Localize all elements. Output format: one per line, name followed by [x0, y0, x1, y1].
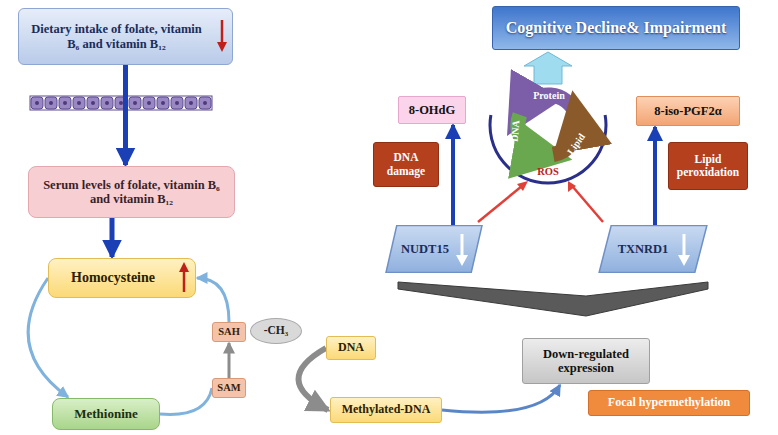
gray-platform [398, 282, 708, 316]
node-text: DNA [338, 341, 364, 355]
node-text: 8-iso-PGF2α [654, 104, 721, 118]
node-text: SAM [217, 382, 240, 394]
dna-arc [518, 115, 543, 155]
marker-box: 8-iso-PGF2α [636, 96, 740, 126]
node-text: 8-OHdG [409, 103, 456, 117]
node-text: Methionine [74, 407, 138, 422]
gene-parallelogram: TXNRD1 [598, 225, 708, 273]
effect-box: DNA damage [373, 142, 439, 187]
connector-arrow [653, 127, 657, 225]
cycle-label: Protein [533, 90, 564, 101]
increase-arrow [179, 262, 189, 292]
decrease-arrow-white [456, 234, 468, 266]
node-text: Down-regulated expression [529, 347, 643, 376]
cofactor-box: SAM [212, 378, 246, 398]
ros-arrow [478, 181, 603, 222]
decrease-arrow-white [678, 234, 690, 266]
connector-arrow [123, 65, 128, 165]
cofactor-box: SAH [212, 322, 246, 342]
node-text: NUDT15 [401, 242, 449, 256]
connector-arrow [228, 343, 231, 378]
node-text: Homocysteine [71, 270, 155, 286]
node-text: TXNRD1 [618, 242, 669, 256]
node-text: DNA damage [378, 151, 434, 177]
input-box: Dietary intake of folate, vitamin B₆ and… [18, 8, 233, 65]
node-text: -CH₃ [264, 324, 289, 337]
cell-membrane [30, 96, 212, 110]
marker-box: 8-OHdG [398, 96, 466, 124]
cycle-label: Lipid [565, 131, 587, 156]
process-box: Down-regulated expression [522, 338, 650, 384]
connector-arrow [298, 348, 328, 410]
serum-box: Serum levels of folate, vitamin B₆ and v… [28, 166, 235, 218]
node-text: Focal hypermethylation [608, 396, 730, 410]
methyl-ellipse: -CH₃ [250, 318, 302, 344]
dna-box: DNA [326, 336, 376, 360]
node-text: Cognitive Decline& Impairment [506, 19, 726, 37]
outcome-box: Cognitive Decline& Impairment [492, 6, 740, 50]
cycle-label: DNA [509, 120, 522, 143]
cycle-ring [490, 115, 606, 183]
connector-arrow [110, 218, 115, 257]
connector-arrow [451, 125, 455, 225]
connector-arrow [442, 385, 560, 412]
metabolite-box: Methionine [52, 398, 160, 430]
connector-arrow [197, 278, 229, 322]
label-box: Focal hypermethylation [588, 390, 750, 416]
up-block-arrow [524, 52, 572, 84]
gene-parallelogram: NUDT15 [385, 225, 483, 273]
node-text: Serum levels of folate, vitamin B₆ and v… [37, 178, 226, 207]
node-text: Dietary intake of folate, vitamin B₆ and… [27, 22, 206, 51]
decrease-arrow [217, 20, 227, 52]
dna-box: Methylated-DNA [330, 397, 442, 423]
node-text: Lipid peroxidation [673, 153, 743, 179]
node-text: SAH [218, 326, 240, 338]
metabolite-box: Homocysteine [48, 258, 196, 298]
ros-label: ROS [537, 166, 559, 177]
effect-box: Lipid peroxidation [668, 142, 748, 190]
connector-arrow [160, 388, 212, 414]
node-text: Methylated-DNA [342, 403, 431, 417]
